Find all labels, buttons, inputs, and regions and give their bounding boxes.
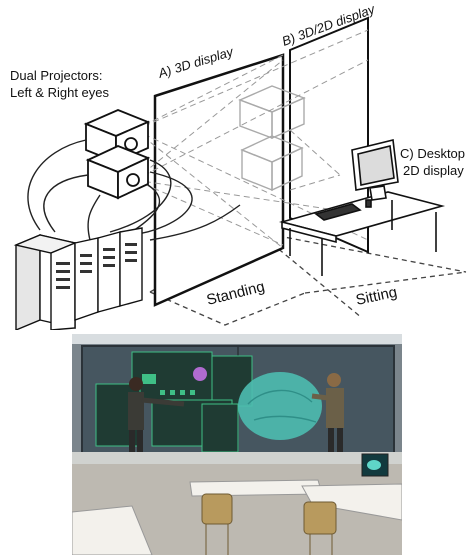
server-racks bbox=[13, 227, 143, 330]
sitting-label: Sitting bbox=[354, 284, 398, 309]
person-right bbox=[311, 373, 344, 468]
desktop-label-line1: C) Desktop bbox=[400, 146, 465, 161]
dual-projectors bbox=[83, 109, 151, 200]
desk-left bbox=[72, 505, 153, 555]
desktop-station bbox=[278, 139, 446, 276]
setup-diagram: Dual Projectors: Left & Right eyes A) 3D… bbox=[10, 1, 467, 330]
desktop-label-line2: 2D display bbox=[403, 163, 464, 178]
display-a-panel bbox=[153, 53, 285, 307]
standing-label: Standing bbox=[205, 278, 267, 309]
ceiling bbox=[72, 334, 402, 344]
virtual-projector-images bbox=[238, 85, 306, 192]
projectors-label-line1: Dual Projectors: bbox=[10, 68, 102, 83]
chairs bbox=[201, 493, 337, 555]
lab-photo bbox=[72, 334, 402, 555]
projected-brain bbox=[238, 372, 322, 440]
desk-right bbox=[301, 483, 402, 521]
display-b-panel bbox=[289, 16, 369, 254]
person-left bbox=[128, 377, 185, 468]
projectors-label-line2: Left & Right eyes bbox=[10, 85, 109, 100]
wall-cabinets bbox=[72, 452, 402, 464]
